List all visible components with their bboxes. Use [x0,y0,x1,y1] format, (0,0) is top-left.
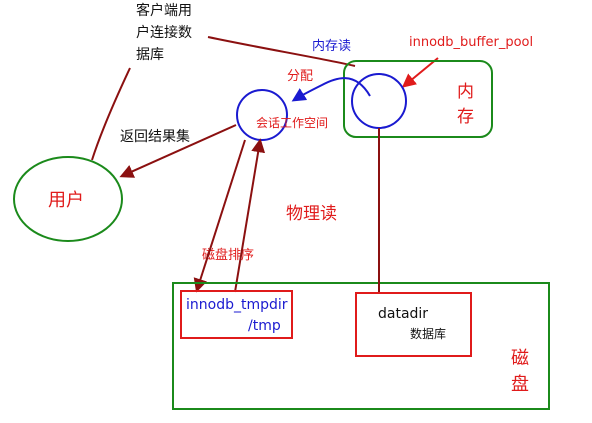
user-ellipse [13,156,123,242]
session-space-label: 会话工作空间 [256,116,328,130]
physical-read-label: 物理读 [286,204,337,224]
tmpdir-label-line1: innodb_tmpdir [186,297,288,313]
client-to-memory-line [207,36,356,67]
memory-label-char2: 存 [457,107,474,127]
session-to-tmpdir-arrow [193,139,246,293]
buffer-pool-label: innodb_buffer_pool [409,35,533,50]
allocate-arrow [291,77,371,102]
allocate-label: 分配 [287,69,313,84]
memory-box [343,60,493,138]
client-connect-label-line2: 户连接数 [136,24,192,41]
memory-read-label: 内存读 [312,38,351,54]
disk-label-char1: 磁 [511,348,529,369]
datadir-box [355,292,472,357]
client-connect-label-line1: 客户端用 [136,2,192,19]
database-label: 数据库 [410,326,446,341]
disk-box [172,282,550,410]
return-results-arrow [119,124,237,178]
client-to-user-line [91,67,131,161]
datadir-label: datadir [378,306,428,322]
tmpdir-box [180,290,293,339]
client-connect-label-line3: 据库 [136,47,164,63]
memory-label-char1: 内 [457,82,474,102]
session-space-circle [236,89,288,141]
tmpdir-to-session-arrow [234,138,266,293]
buffer-pool-circle [351,73,407,129]
tmpdir-label-line2: /tmp [248,318,281,334]
user-label: 用户 [48,190,84,211]
disk-label-char2: 盘 [511,374,529,395]
buffer-pool-arrow [401,57,439,88]
return-results-label: 返回结果集 [120,128,190,145]
